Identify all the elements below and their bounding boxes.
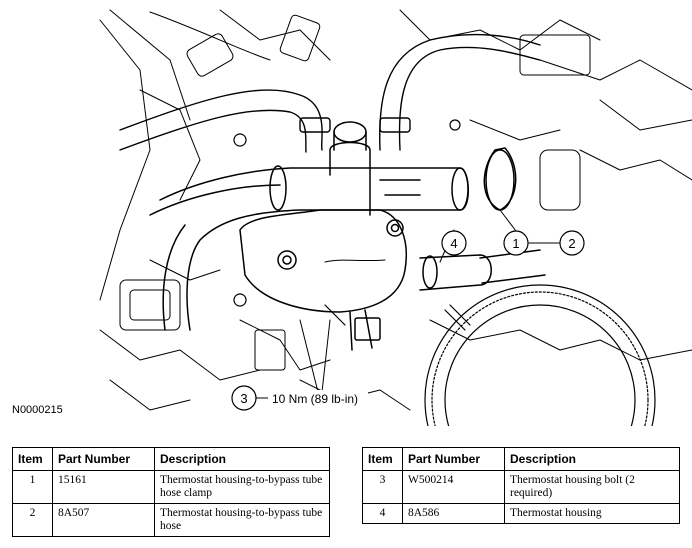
callout-1: 1 — [503, 230, 529, 256]
torque-spec-label: 10 Nm (89 lb-in) — [272, 392, 358, 406]
item-cell: 3 — [362, 470, 403, 504]
description-header: Description — [154, 447, 330, 471]
item-cell: 1 — [12, 470, 53, 504]
callout-1-label: 1 — [512, 236, 519, 251]
callout-2-label: 2 — [568, 236, 575, 251]
parts-table-left: Item Part Number Description 1 15161 The… — [12, 447, 330, 537]
callout-2: 2 — [559, 230, 585, 256]
part-number-cell: 15161 — [52, 470, 155, 504]
description-cell: Thermostat housing-to-bypass tube hose c… — [154, 470, 330, 504]
description-cell: Thermostat housing — [504, 503, 680, 524]
flywheel — [424, 284, 656, 426]
description-header: Description — [504, 447, 680, 471]
callout-4: 4 — [441, 230, 467, 256]
description-cell: Thermostat housing-to-bypass tube hose — [154, 503, 330, 537]
table-row: 1 15161 Thermostat housing-to-bypass tub… — [12, 470, 330, 504]
part-number-header: Part Number — [52, 447, 155, 471]
table-header-row: Item Part Number Description — [362, 447, 680, 471]
crossover-hose — [149, 165, 469, 331]
description-cell: Thermostat housing bolt (2 required) — [504, 470, 680, 504]
item-header: Item — [12, 447, 53, 471]
table-row: 4 8A586 Thermostat housing — [362, 503, 680, 524]
item-cell: 4 — [362, 503, 403, 524]
callout-leaders — [255, 209, 561, 399]
part-number-header: Part Number — [402, 447, 505, 471]
callout-3-label: 3 — [240, 391, 247, 406]
part-number-cell: W500214 — [402, 470, 505, 504]
upper-hoses — [119, 33, 541, 153]
figure-id: N0000215 — [12, 404, 63, 416]
engine-illustration: 1 2 3 4 10 Nm (89 lb-in) — [99, 9, 692, 426]
item-header: Item — [362, 447, 403, 471]
parts-table-right: Item Part Number Description 3 W500214 T… — [362, 447, 680, 524]
table-row: 3 W500214 Thermostat housing bolt (2 req… — [362, 470, 680, 504]
table-header-row: Item Part Number Description — [12, 447, 330, 471]
callout-3: 3 — [231, 385, 257, 411]
item-cell: 2 — [12, 503, 53, 537]
part-number-cell: 8A586 — [402, 503, 505, 524]
bolts — [233, 119, 471, 331]
thermostat-housing — [239, 121, 407, 351]
callout-4-label: 4 — [450, 236, 457, 251]
part-number-cell: 8A507 — [52, 503, 155, 537]
bypass-hose — [419, 147, 546, 291]
table-row: 2 8A507 Thermostat housing-to-bypass tub… — [12, 503, 330, 537]
